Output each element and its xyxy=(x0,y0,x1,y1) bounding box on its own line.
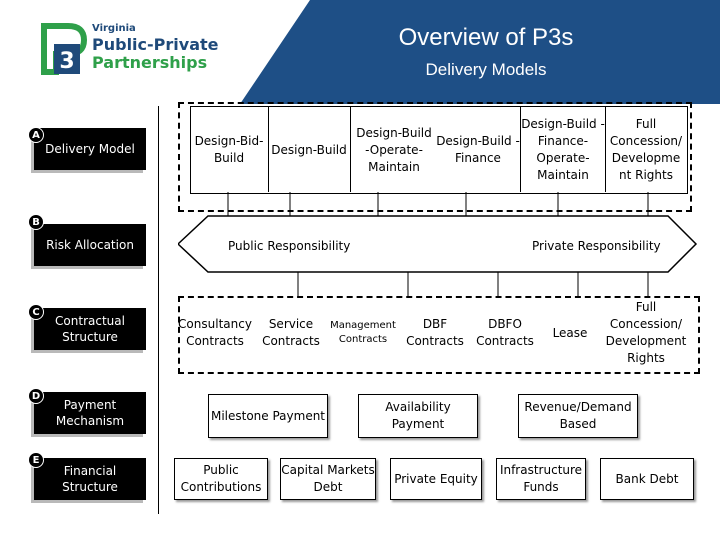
logo-line-public-private: Public-Private xyxy=(92,35,219,54)
contract-lease: Lease xyxy=(552,325,588,340)
delivery-model-dbb: Design-Bid-Build xyxy=(194,134,264,165)
finance-bank-debt: Bank Debt xyxy=(600,458,694,500)
risk-allocation-arrow xyxy=(176,192,704,312)
left-divider xyxy=(158,106,159,514)
delivery-divider xyxy=(350,106,351,192)
page-title: Overview of P3s xyxy=(398,24,574,51)
contract-service: Service Contracts xyxy=(262,317,320,348)
contract-dbfo: DBFO Contracts xyxy=(476,317,534,348)
contract-consultancy: Consultancy Contracts xyxy=(178,317,252,348)
row-badge-b: B xyxy=(28,214,44,230)
contract-full-concession: Full Concession/ Development Rights xyxy=(605,300,687,365)
delivery-model-dbf: Design-Build -Finance xyxy=(436,134,520,165)
row-label-contractual-structure: Contractual Structure xyxy=(34,308,146,350)
delivery-models-frame xyxy=(178,102,692,212)
row-badge-e: E xyxy=(28,452,44,468)
logo-line-partnerships: Partnerships xyxy=(92,53,208,72)
payment-revenue-demand: Revenue/Demand Based xyxy=(518,394,638,438)
delivery-model-full-concession: Full Concession/ Developme nt Rights xyxy=(609,117,683,182)
row-badge-a: A xyxy=(28,127,44,143)
page-subtitle: Delivery Models xyxy=(425,60,547,79)
delivery-model-dbom: Design-Build -Operate-Maintain xyxy=(356,125,432,174)
row-badge-d: D xyxy=(28,388,44,404)
row-label-risk-allocation: Risk Allocation xyxy=(34,224,146,266)
delivery-model-dbfom: Design-Build -Finance-Operate-Maintain xyxy=(521,117,605,182)
finance-public-contributions: Public Contributions xyxy=(174,458,268,500)
row-label-payment-mechanism: Payment Mechanism xyxy=(34,392,146,434)
private-responsibility-label: Private Responsibility xyxy=(532,239,661,253)
contract-dbf: DBF Contracts xyxy=(406,317,464,348)
row-badge-c: C xyxy=(28,304,44,320)
p3-logo-mark: 3 xyxy=(38,20,98,78)
header-band xyxy=(240,0,720,104)
public-responsibility-label: Public Responsibility xyxy=(228,239,351,253)
payment-milestone: Milestone Payment xyxy=(208,394,328,438)
delivery-divider xyxy=(605,106,606,192)
contract-management: Management Contracts xyxy=(330,320,396,345)
delivery-divider xyxy=(268,106,269,192)
finance-capital-markets-debt: Capital Markets Debt xyxy=(280,458,376,500)
delivery-model-db: Design-Build xyxy=(271,142,347,157)
finance-infrastructure-funds: Infrastructure Funds xyxy=(496,458,586,500)
row-label-financial-structure: Financial Structure xyxy=(34,458,146,500)
row-label-delivery-model: Delivery Model xyxy=(34,128,146,170)
delivery-divider xyxy=(520,106,521,192)
logo-state-name: Virginia xyxy=(92,23,136,34)
payment-availability: Availability Payment xyxy=(358,394,478,438)
contracts-frame xyxy=(178,296,700,374)
svg-text:3: 3 xyxy=(59,49,74,74)
finance-private-equity: Private Equity xyxy=(390,458,482,500)
